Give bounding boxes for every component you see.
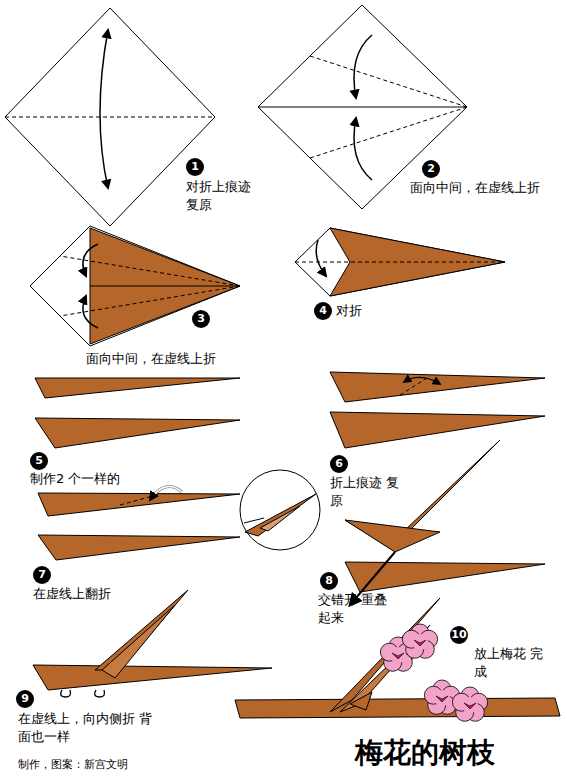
instruction-text: 制作2 个一样的 [30,470,160,488]
title: 梅花的树枝 [355,734,495,772]
instruction-text: 折上痕迹 复原 [330,474,410,509]
step-number: 10 [450,626,468,644]
instruction-text: 面向中间，在虚线上折 [86,350,236,368]
instruction-text: 放上梅花 完成 [474,645,544,680]
step-number: 1 [186,158,204,176]
step-number: 8 [320,572,338,590]
instruction-text: 交错开 重叠起来 [318,591,388,626]
step-number: 3 [192,310,210,328]
instruction-text: 在虚线上，向内侧折 背面也一样 [18,710,163,745]
instruction-text: 面向中间，在虚线上折 [410,179,560,197]
instruction-text: 在虚线上翻折 [33,585,153,603]
step-number: 4 [314,302,332,320]
step-number: 7 [33,566,51,584]
step-number: 5 [30,452,48,470]
credit-text: 制作，图案：新宫文明 [18,758,218,773]
step-number: 9 [16,690,34,708]
instruction-text: 对折上痕迹 复原 [186,178,268,213]
instruction-text: 对折 [336,302,376,320]
step-number: 2 [422,160,440,178]
step-number: 6 [330,455,348,473]
